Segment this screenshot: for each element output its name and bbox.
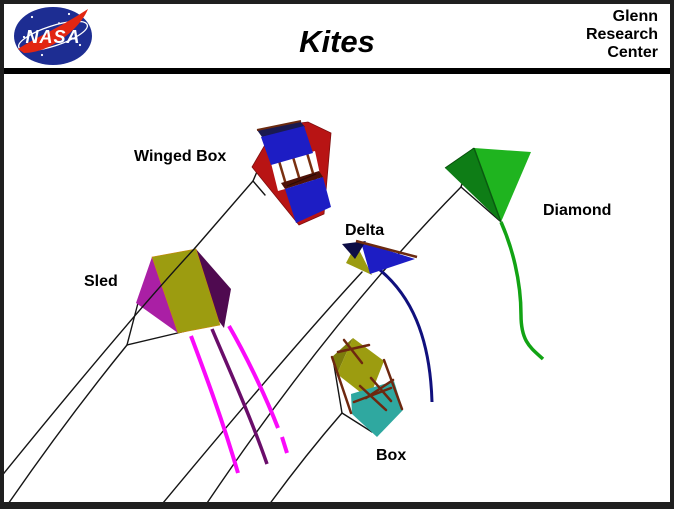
delta-tail (379, 268, 434, 403)
org-line-1: Glenn (612, 8, 658, 25)
winged-box-kite (251, 120, 332, 226)
delta-wing (361, 242, 415, 274)
diamond-label: Diamond (543, 202, 611, 219)
winged-box-string-lower (4, 247, 196, 475)
kites-diagram: Winged Box Sled Delta Diamond Box (4, 120, 611, 502)
diamond-spine (473, 147, 502, 223)
sled-label: Sled (84, 273, 118, 290)
sled-tail-left (189, 335, 240, 474)
sled-bridle-leg-2 (126, 330, 187, 346)
sled-body-panel (151, 248, 221, 334)
sled-left-panel (136, 257, 178, 333)
delta-kite (342, 239, 434, 403)
sled-tail-right-dash (280, 436, 289, 454)
page-title: Kites (299, 24, 375, 59)
winged-box-mid-spar (286, 173, 317, 187)
sled-kite (136, 248, 289, 474)
delta-nose (342, 241, 366, 259)
diamond-edge (444, 147, 475, 169)
kite-strings (8, 148, 501, 502)
box-top-cell (337, 338, 384, 399)
winged-box-label: Winged Box (134, 148, 226, 165)
delta-string (162, 271, 363, 502)
box-string (270, 412, 343, 502)
delta-spar (355, 239, 418, 259)
nasa-logo: NASA (14, 7, 92, 65)
header: NASA Kites Glenn Research Center (4, 4, 670, 68)
winged-box-top-face (257, 121, 305, 137)
sled-tail-right (227, 325, 280, 429)
box-kite (330, 338, 404, 437)
sled-bridle-leg-1 (126, 302, 139, 346)
winged-box-bridle-leg (252, 180, 266, 196)
sled-string (8, 344, 128, 502)
diamond-kite (444, 147, 545, 361)
box-label: Box (376, 447, 406, 464)
winged-box-string (194, 166, 260, 249)
delta-label: Delta (345, 222, 384, 239)
diamond-tail (499, 221, 545, 361)
org-name: Glenn Research Center (586, 8, 658, 62)
header-divider (4, 68, 670, 74)
winged-box-bottom-cell (285, 177, 331, 223)
box-bridle-leg-2 (341, 412, 373, 433)
nasa-logo-text: NASA (25, 27, 80, 47)
winged-box-top-spar (256, 120, 302, 131)
winged-box-top-cell (261, 126, 313, 165)
diamond-string (206, 186, 462, 502)
nasa-logo-orbit (17, 20, 89, 52)
sled-right-panel (196, 249, 231, 328)
org-line-2: Research (585, 26, 658, 43)
box-frame-struts (330, 338, 404, 415)
sled-tail-middle (210, 328, 269, 465)
nasa-logo-swoosh (18, 9, 88, 53)
diamond-bridle-leg-2 (460, 186, 501, 222)
diamond-left-face (445, 148, 501, 222)
box-top-cell-side (332, 338, 353, 374)
diamond-right-face (474, 148, 531, 222)
org-line-3: Center (607, 44, 658, 61)
box-bottom-cell (351, 381, 403, 437)
